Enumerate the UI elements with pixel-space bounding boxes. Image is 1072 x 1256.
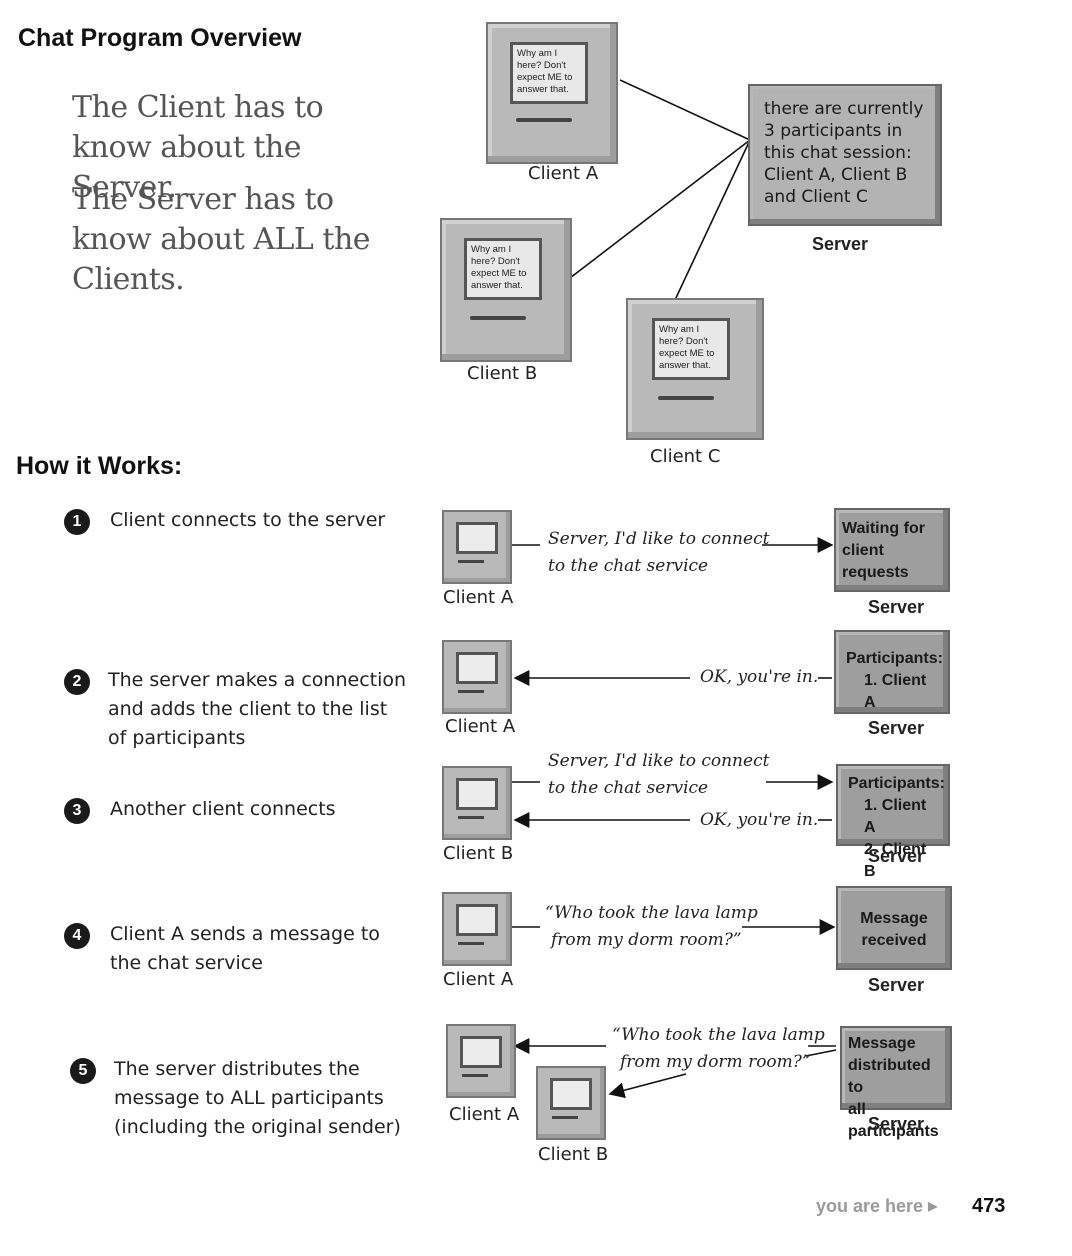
step-text: Client connects to the server xyxy=(110,509,386,531)
note-server-knows-clients: The Server has to know about ALL the Cli… xyxy=(72,182,371,297)
client-a-small-computer xyxy=(442,510,512,584)
server-label: Server xyxy=(868,846,925,866)
page-title: Chat Program Overview xyxy=(18,24,302,52)
client-a-label: Client A xyxy=(449,1104,520,1125)
chat-message: “Who took the lava lamp from my dorm roo… xyxy=(612,1025,825,1072)
step-number: 5 xyxy=(70,1058,96,1084)
server-label: Server xyxy=(868,1114,925,1134)
connection-lines xyxy=(569,79,751,301)
step-2: 2 The server makes a connection and adds… xyxy=(64,666,406,749)
step-number: 1 xyxy=(64,509,90,535)
note-client-knows-server: The Client has to know about the Server. xyxy=(72,90,324,205)
client-c-computer: Why am I here? Don't expect ME to answer… xyxy=(626,298,764,440)
step-text: Another client connects xyxy=(110,798,336,820)
step-3: 3 Another client connects xyxy=(64,795,404,824)
request-message: Server, I'd like to connect to the chat … xyxy=(548,751,770,798)
server-label: Server xyxy=(812,234,869,254)
client-a-label: Client A xyxy=(443,969,514,990)
server-box-1: Waiting for client requests xyxy=(834,508,950,592)
step-number: 4 xyxy=(64,923,90,949)
step-text: The server makes a connection and adds t… xyxy=(108,669,407,749)
page-number: 473 xyxy=(972,1195,1006,1217)
you-are-here: you are here ▶ xyxy=(816,1196,938,1216)
server-box-2: Participants: 1. Client A xyxy=(834,630,950,714)
client-a-small-computer xyxy=(442,640,512,714)
server-label: Server xyxy=(868,597,925,617)
client-b-label: Client B xyxy=(443,843,514,864)
client-a-label: Client A xyxy=(528,163,599,184)
client-c-label: Client C xyxy=(650,446,721,467)
how-it-works-title: How it Works: xyxy=(16,452,183,480)
client-screen: Why am I here? Don't expect ME to answer… xyxy=(510,42,588,104)
client-a-label: Client A xyxy=(443,587,514,608)
server-box: there are currently 3 participants in th… xyxy=(748,84,942,226)
ok-message: OK, you're in. xyxy=(700,667,819,687)
step-1: 1 Client connects to the server xyxy=(64,506,404,535)
client-a-small-computer xyxy=(442,892,512,966)
client-b-small-computer xyxy=(536,1066,606,1140)
server-label: Server xyxy=(868,975,925,995)
step-text: Client A sends a message to the chat ser… xyxy=(110,923,380,974)
client-a-computer: Why am I here? Don't expect ME to answer… xyxy=(486,22,618,164)
chat-message: “Who took the lava lamp from my dorm roo… xyxy=(545,903,758,950)
client-b-label: Client B xyxy=(467,363,538,384)
step-number: 3 xyxy=(64,798,90,824)
server-box-3: Participants: 1. Client A 2. Client B xyxy=(836,764,950,880)
step-number: 2 xyxy=(64,669,90,695)
server-label: Server xyxy=(868,718,925,738)
client-screen: Why am I here? Don't expect ME to answer… xyxy=(652,318,730,380)
client-a-small-computer xyxy=(446,1024,516,1098)
step-5: 5 The server distributes the message to … xyxy=(70,1055,410,1138)
ok-message: OK, you're in. xyxy=(700,810,819,830)
step-text: The server distributes the message to AL… xyxy=(114,1058,401,1138)
client-b-label: Client B xyxy=(538,1144,609,1165)
step-4: 4 Client A sends a message to the chat s… xyxy=(64,920,404,974)
server-box-4: Message received xyxy=(836,886,952,970)
client-screen: Why am I here? Don't expect ME to answer… xyxy=(464,238,542,300)
client-b-small-computer xyxy=(442,766,512,840)
client-b-computer: Why am I here? Don't expect ME to answer… xyxy=(440,218,572,362)
client-a-label: Client A xyxy=(445,716,516,737)
step-arrows xyxy=(512,537,837,1099)
triangle-right-icon: ▶ xyxy=(928,1199,938,1213)
server-box-5: Message distributed to all participants xyxy=(840,1026,952,1140)
request-message: Server, I'd like to connect to the chat … xyxy=(548,529,770,576)
